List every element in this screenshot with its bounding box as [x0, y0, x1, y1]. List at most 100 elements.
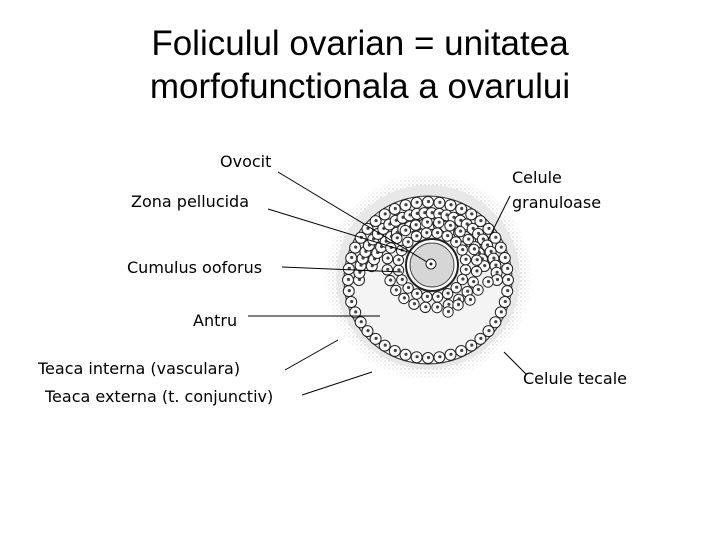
cumulus-cell-nucleus [425, 220, 430, 224]
granulosa-cell-nucleus [354, 310, 358, 314]
granulosa-cell-nucleus [383, 343, 387, 347]
granulosa-cell-nucleus [393, 206, 397, 211]
leader-celule-granuloase [487, 195, 511, 241]
granulosa-cell-nucleus [423, 211, 427, 215]
leader-cumulus [281, 266, 403, 273]
cumulus-cell-nucleus [436, 294, 440, 298]
granulosa-cell-nucleus [470, 212, 474, 216]
cumulus-cell-nucleus [402, 296, 406, 300]
cumulus-ooforus [381, 216, 494, 318]
granulosa-cell-nucleus [408, 213, 412, 217]
granulosa-cell-nucleus [415, 200, 419, 204]
granulosa-cell-nucleus [503, 299, 507, 304]
label-teaca-interna: Teaca interna (vasculara) [38, 359, 241, 378]
cumulus-cell-nucleus [475, 269, 479, 273]
granulosa-cell-nucleus [495, 277, 500, 282]
granulosa-cell-nucleus [506, 289, 510, 293]
granulosa-cell-nucleus [492, 256, 496, 260]
cumulus-cell-nucleus [424, 305, 428, 309]
cumulus-cell-nucleus [456, 302, 461, 307]
label-zona-pellucida: Zona pellucida [131, 192, 250, 211]
granulosa-cell-nucleus [426, 199, 431, 204]
leader-teaca-interna [284, 339, 339, 371]
cumulus-cell-nucleus [446, 309, 451, 314]
granulosa-cell-nucleus [404, 203, 408, 207]
cumulus-cell-nucleus [468, 297, 473, 302]
cumulus-cell-nucleus [397, 258, 401, 262]
cumulus-cell-nucleus [406, 240, 410, 244]
cumulus-cell-nucleus [397, 268, 401, 272]
cumulus-cell-nucleus [472, 247, 476, 251]
label-teaca-externa: Teaca externa (t. conjunctiv) [45, 387, 274, 406]
cumulus-cell-nucleus [414, 223, 418, 227]
granulosa-cell-nucleus [506, 266, 510, 270]
granulosa-cell-nucleus [374, 219, 378, 223]
granulosa-cell-nucleus [350, 299, 354, 304]
granulosa-cell-nucleus [438, 355, 442, 359]
granulosa-cell-nucleus [452, 215, 456, 219]
cumulus-cell-nucleus [461, 277, 465, 281]
cumulus-cell-nucleus [466, 289, 470, 293]
granulosa-cell-nucleus [404, 352, 408, 356]
leader-celule-tecale [503, 351, 527, 375]
cumulus-cell-nucleus [394, 288, 398, 292]
leader-teaca-externa [301, 371, 373, 396]
cumulus-cell-nucleus [386, 267, 390, 271]
granulosa-cell-nucleus [503, 255, 507, 260]
granulosa-cell-nucleus [459, 218, 463, 222]
granulosa-cell-nucleus [481, 237, 485, 241]
granulosa-cell-nucleus [499, 245, 503, 249]
cumulus-cell-nucleus [455, 285, 459, 289]
cumulus-cell-nucleus [386, 256, 390, 260]
cumulus-cell-nucleus [446, 291, 450, 295]
granulosa-cell-nucleus [460, 206, 464, 211]
cumulus-cell-nucleus [475, 258, 479, 262]
granulosa-cell-nucleus [438, 200, 442, 204]
label-antru: Antru [193, 311, 238, 330]
title-line-1: Foliculul ovarian = unitatea [151, 24, 569, 63]
granulosa-cell-nucleus [449, 352, 453, 356]
granulosa-cell-nucleus [471, 226, 475, 230]
granulosa-cell-nucleus [449, 203, 453, 207]
granulosa-cell-nucleus [479, 219, 483, 223]
granulosa-cell-nucleus [494, 235, 498, 239]
oocyte-nucleolus [429, 262, 433, 266]
cumulus-cell-nucleus [446, 234, 450, 238]
granulosa-cell-nucleus [393, 348, 397, 353]
cumulus-cell-nucleus [425, 294, 429, 298]
label-cumulus-ooforus: Cumulus ooforus [127, 258, 263, 277]
granulosa-cell-nucleus [426, 355, 431, 360]
granulosa-cell-nucleus [506, 277, 511, 282]
slide-title: Foliculul ovarian = unitatea morfofuncti… [0, 22, 720, 108]
granulosa-cell-nucleus [366, 329, 370, 333]
cumulus-cell-nucleus [415, 291, 419, 295]
granulosa-cell-nucleus [347, 266, 351, 270]
title-line-2: morfofunctionala a ovarului [149, 67, 571, 106]
cumulus-cell-nucleus [435, 305, 440, 309]
label-celule-tecale: Celule tecale [523, 369, 627, 388]
cumulus-cell-nucleus [459, 229, 463, 233]
granulosa-cell-nucleus [366, 226, 370, 230]
granulosa-cell-nucleus [494, 263, 498, 267]
granulosa-cell-nucleus [347, 289, 351, 293]
granulosa-cell-nucleus [415, 211, 419, 215]
granulosa-cell-nucleus [487, 329, 491, 333]
granulosa-cell-nucleus [489, 249, 493, 253]
granulosa-cell-nucleus [383, 212, 387, 216]
granulosa-cell-nucleus [445, 213, 449, 217]
cumulus-cell-nucleus [472, 280, 476, 284]
cumulus-cell-nucleus [448, 223, 453, 227]
cumulus-cell-nucleus [436, 231, 440, 235]
granulosa-cell-nucleus [415, 355, 419, 359]
granulosa-cell-nucleus [499, 310, 503, 314]
cumulus-cell-nucleus [486, 279, 491, 284]
granulosa-cell-nucleus [374, 336, 378, 340]
label-celule-granuloase-2: granuloase [512, 193, 602, 212]
cumulus-cell-nucleus [425, 231, 429, 235]
cumulus-cell-nucleus [476, 287, 481, 292]
granulosa-cell-nucleus [495, 270, 499, 274]
granulosa-cell-nucleus [479, 336, 483, 340]
cumulus-cell-nucleus [407, 285, 411, 290]
